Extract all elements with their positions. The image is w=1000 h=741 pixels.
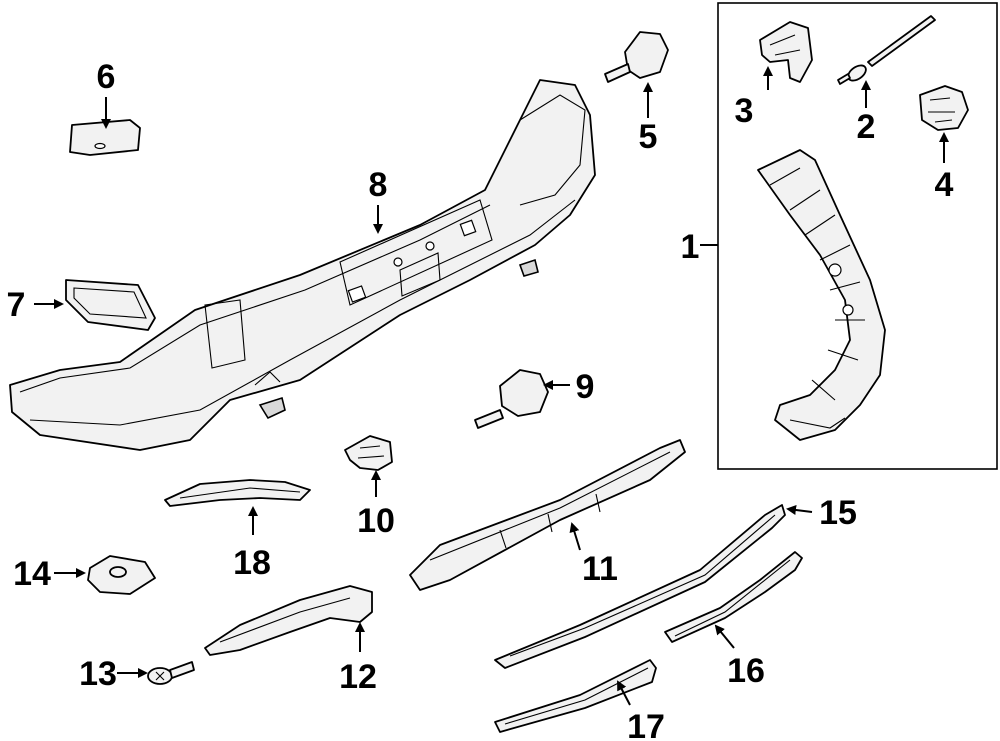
callout-16: 16 <box>727 652 765 690</box>
part-5-push-pin[interactable] <box>604 31 669 83</box>
part-13-screw[interactable] <box>147 661 195 685</box>
part-3-clip[interactable] <box>759 21 813 83</box>
callout-1: 1 <box>681 228 700 266</box>
callout-7: 7 <box>7 286 26 324</box>
callout-17: 17 <box>627 708 665 741</box>
part-6-cover[interactable] <box>69 119 141 156</box>
callout-6: 6 <box>97 58 116 96</box>
part-11-diffuser[interactable] <box>409 439 686 591</box>
part-9-push-pin[interactable] <box>474 369 549 429</box>
callout-13: 13 <box>79 655 117 693</box>
callout-15: 15 <box>819 494 857 532</box>
part-1-side-bracket[interactable] <box>757 149 886 441</box>
callout-labels: 1 2 3 4 5 6 7 8 9 10 11 12 13 14 15 16 1… <box>7 58 954 741</box>
callout-9: 9 <box>576 368 595 406</box>
part-8-bumper-cover[interactable] <box>9 79 596 451</box>
callout-10: 10 <box>357 502 395 540</box>
part-17-trim-strip[interactable] <box>494 659 657 733</box>
part-12-lower-bracket[interactable] <box>204 585 373 656</box>
callout-8: 8 <box>369 166 388 204</box>
callout-14: 14 <box>13 555 51 593</box>
part-14-bracket-plate[interactable] <box>87 555 156 595</box>
callout-18: 18 <box>233 544 271 582</box>
part-7-reflector[interactable] <box>65 279 156 331</box>
leader-lines <box>34 66 949 706</box>
part-2-pin[interactable] <box>837 15 936 85</box>
part-10-bracket-clip[interactable] <box>344 435 393 471</box>
part-18-molding[interactable] <box>164 479 311 507</box>
callout-11: 11 <box>582 550 618 588</box>
bracket-inset-box <box>717 2 998 470</box>
callout-5: 5 <box>639 118 658 156</box>
callout-2: 2 <box>857 108 876 146</box>
callout-3: 3 <box>735 92 754 130</box>
part-16-trim-strip[interactable] <box>664 551 803 643</box>
callout-4: 4 <box>935 166 954 204</box>
part-15-trim-strip[interactable] <box>494 504 786 669</box>
part-4-push-clip[interactable] <box>919 85 969 131</box>
callout-12: 12 <box>339 658 377 696</box>
